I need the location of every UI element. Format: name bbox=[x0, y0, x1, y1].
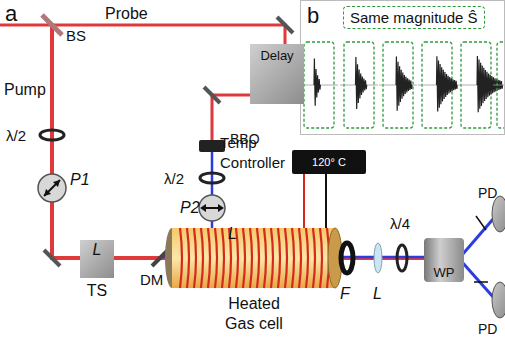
node-text: TS bbox=[80, 282, 114, 300]
wollaston-prism: WP bbox=[424, 238, 464, 282]
coil-turn bbox=[278, 228, 280, 288]
polarization-mark bbox=[474, 281, 488, 283]
delay-stage: Delay bbox=[250, 44, 304, 104]
node-text: Same magnitude Ŝ bbox=[350, 9, 478, 26]
beam-splitter bbox=[42, 15, 62, 35]
inset-panel: b Same magnitude Ŝ bbox=[300, 0, 505, 135]
polarization-arrow bbox=[200, 204, 206, 212]
waveform bbox=[356, 57, 367, 109]
mirror bbox=[277, 17, 293, 33]
filter bbox=[341, 243, 353, 273]
part-label: P2 bbox=[180, 200, 200, 216]
part-label: PD bbox=[478, 322, 497, 336]
polarization-mark bbox=[476, 216, 486, 230]
coil-turn bbox=[250, 228, 252, 288]
mirror bbox=[204, 87, 220, 103]
node-text: Delay bbox=[250, 44, 304, 63]
node-text: 120° C bbox=[292, 150, 366, 174]
coil-turn bbox=[222, 228, 224, 288]
gas-cell bbox=[172, 228, 335, 288]
photodiode bbox=[492, 282, 505, 318]
dashed-title-box: Same magnitude Ŝ bbox=[343, 6, 485, 29]
blue-beam bbox=[462, 218, 494, 255]
part-label: L bbox=[373, 286, 382, 302]
part-label: Pump bbox=[4, 82, 46, 98]
coil-turn bbox=[201, 228, 203, 288]
node-text: WP bbox=[424, 265, 464, 280]
polarization-arrow bbox=[53, 180, 60, 187]
lens bbox=[374, 243, 382, 273]
baseline bbox=[493, 85, 505, 86]
pump-beam bbox=[52, 25, 440, 258]
part-label: λ/2 bbox=[164, 171, 184, 186]
polarization-arrow bbox=[44, 189, 51, 196]
coil-turn bbox=[313, 228, 315, 288]
part-label: PD bbox=[478, 186, 497, 200]
translation-stage: LTS bbox=[80, 240, 114, 278]
part-label: BBO bbox=[230, 132, 260, 146]
half-wave-plate bbox=[40, 130, 64, 140]
half-wave-plate bbox=[200, 173, 224, 183]
node-text: b bbox=[307, 3, 319, 29]
part-label: Probe bbox=[105, 6, 148, 22]
panel-letter: a bbox=[5, 3, 17, 25]
coil-turn bbox=[180, 228, 182, 288]
heater-coil bbox=[180, 228, 329, 288]
blue-beam bbox=[462, 262, 494, 298]
part-label: P1 bbox=[70, 172, 90, 188]
part-label: λ/2 bbox=[6, 128, 26, 143]
waveform bbox=[437, 56, 458, 111]
coil-turn bbox=[264, 228, 266, 288]
heater-wire bbox=[303, 174, 305, 228]
coil-turn bbox=[208, 228, 210, 288]
waveform bbox=[477, 56, 503, 112]
waveform-group bbox=[300, 42, 505, 128]
photodiode bbox=[492, 196, 505, 232]
coil-turn bbox=[187, 228, 189, 288]
coil-turn bbox=[292, 228, 294, 288]
polarization-arrow bbox=[44, 180, 60, 196]
polarizer bbox=[38, 174, 66, 202]
coil-turn bbox=[299, 228, 301, 288]
part-label: L bbox=[228, 226, 237, 242]
coil-turn bbox=[271, 228, 273, 288]
quarter-wave-plate bbox=[397, 245, 407, 271]
temp-controller: Temp Controller120° C bbox=[292, 150, 366, 174]
coil-turn bbox=[285, 228, 287, 288]
coil-turn bbox=[215, 228, 217, 288]
heater-wire bbox=[325, 174, 327, 228]
mirror bbox=[44, 250, 60, 266]
coil-turn bbox=[320, 228, 322, 288]
polarization-arrow bbox=[218, 204, 224, 212]
waveform bbox=[396, 57, 412, 111]
coil-turn bbox=[243, 228, 245, 288]
polarizer bbox=[199, 195, 225, 221]
coil-turn bbox=[257, 228, 259, 288]
node-text: L bbox=[80, 240, 114, 259]
gas-cell-node: Heated Gas cell bbox=[172, 228, 335, 288]
coil-turn bbox=[194, 228, 196, 288]
probe-beam bbox=[0, 25, 285, 44]
part-label: DM bbox=[140, 272, 163, 287]
coil-turn bbox=[306, 228, 308, 288]
part-label: BS bbox=[66, 28, 86, 43]
part-label: F bbox=[340, 286, 350, 302]
part-label: λ/4 bbox=[390, 216, 410, 231]
waveform bbox=[314, 59, 320, 106]
node-text: Heated Gas cell bbox=[218, 294, 290, 334]
